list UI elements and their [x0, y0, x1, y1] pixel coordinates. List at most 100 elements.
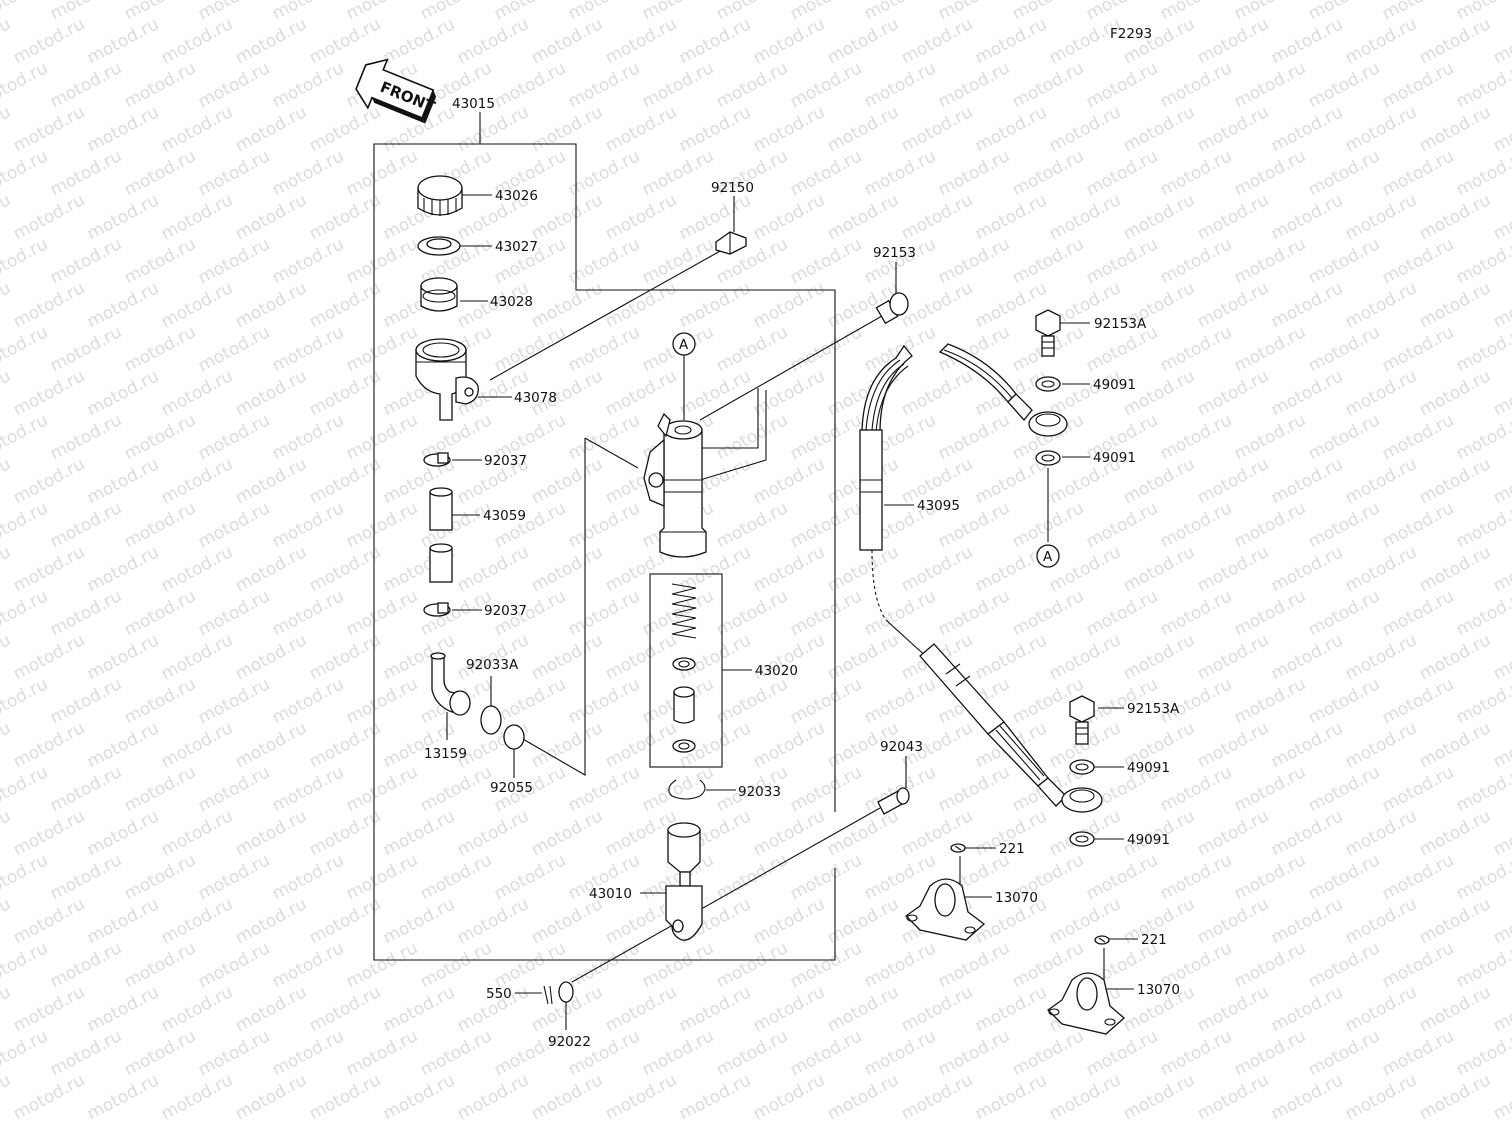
- watermark: motod.ru: [935, 58, 1013, 112]
- watermark: motod.ru: [1416, 542, 1494, 596]
- washer-lower-1: [1069, 759, 1095, 775]
- part-92033[interactable]: 92033: [738, 784, 781, 800]
- watermark: motod.ru: [750, 454, 828, 508]
- watermark: motod.ru: [306, 102, 384, 156]
- watermark: motod.ru: [1157, 0, 1235, 24]
- part-13070-b[interactable]: 13070: [1137, 982, 1180, 998]
- watermark: motod.ru: [1157, 322, 1235, 376]
- watermark: motod.ru: [602, 102, 680, 156]
- part-43078[interactable]: 43078: [514, 390, 557, 406]
- watermark: motod.ru: [1268, 190, 1346, 244]
- watermark: motod.ru: [1342, 718, 1420, 772]
- part-221-a[interactable]: 221: [999, 841, 1025, 857]
- watermark: motod.ru: [1231, 1026, 1309, 1080]
- watermark: motod.ru: [1268, 894, 1346, 948]
- part-49091-1[interactable]: 49091: [1093, 377, 1136, 393]
- part-43059[interactable]: 43059: [483, 508, 526, 524]
- part-43027[interactable]: 43027: [495, 239, 538, 255]
- watermark: motod.ru: [861, 146, 939, 200]
- watermark: motod.ru: [10, 454, 88, 508]
- part-92153A-upper[interactable]: 92153A: [1094, 316, 1147, 332]
- watermark: motod.ru: [1231, 762, 1309, 816]
- watermark: motod.ru: [158, 630, 236, 684]
- watermark: motod.ru: [787, 674, 865, 728]
- watermark: motod.ru: [0, 894, 14, 948]
- watermark: motod.ru: [1231, 586, 1309, 640]
- watermark: motod.ru: [713, 938, 791, 992]
- part-43095[interactable]: 43095: [917, 498, 960, 514]
- part-labels: 43015 43026 43027 43028 43078 92037 4305…: [424, 96, 1180, 1050]
- cap-plate: [417, 236, 461, 256]
- part-43010[interactable]: 43010: [589, 886, 632, 902]
- watermark: motod.ru: [1083, 0, 1161, 24]
- watermark: motod.ru: [1379, 762, 1457, 816]
- part-13159[interactable]: 13159: [424, 746, 467, 762]
- watermark: motod.ru: [306, 190, 384, 244]
- part-43015[interactable]: 43015: [452, 96, 495, 112]
- watermark: motod.ru: [750, 718, 828, 772]
- watermark: motod.ru: [750, 542, 828, 596]
- watermark: motod.ru: [602, 630, 680, 684]
- watermark: motod.ru: [602, 982, 680, 1036]
- watermark: motod.ru: [1416, 14, 1494, 68]
- watermark: motod.ru: [1305, 322, 1383, 376]
- watermark: motod.ru: [0, 850, 51, 904]
- watermark: motod.ru: [713, 498, 791, 552]
- part-49091-4[interactable]: 49091: [1127, 832, 1170, 848]
- watermark: motod.ru: [10, 630, 88, 684]
- watermark: motod.ru: [306, 894, 384, 948]
- watermark: motod.ru: [454, 806, 532, 860]
- watermark: motod.ru: [1194, 982, 1272, 1036]
- watermark: motod.ru: [824, 14, 902, 68]
- watermark: motod.ru: [158, 278, 236, 332]
- watermark: motod.ru: [1416, 718, 1494, 772]
- watermark: motod.ru: [676, 278, 754, 332]
- watermark: motod.ru: [898, 982, 976, 1036]
- part-92037-lower[interactable]: 92037: [484, 603, 527, 619]
- watermark: motod.ru: [676, 14, 754, 68]
- part-550[interactable]: 550: [486, 986, 512, 1002]
- part-92153A-lower[interactable]: 92153A: [1127, 701, 1180, 717]
- part-92150[interactable]: 92150: [711, 180, 754, 196]
- part-92055[interactable]: 92055: [490, 780, 533, 796]
- watermark: motod.ru: [1231, 322, 1309, 376]
- watermark: motod.ru: [1305, 1026, 1383, 1080]
- watermark: motod.ru: [861, 234, 939, 288]
- part-92022[interactable]: 92022: [548, 1034, 591, 1050]
- watermark: motod.ru: [269, 234, 347, 288]
- part-221-b[interactable]: 221: [1141, 932, 1167, 948]
- watermark: motod.ru: [1194, 454, 1272, 508]
- watermark: motod.ru: [1120, 102, 1198, 156]
- watermark: motod.ru: [713, 1026, 791, 1080]
- watermark: motod.ru: [454, 894, 532, 948]
- watermark: motod.ru: [787, 938, 865, 992]
- watermark: motod.ru: [232, 14, 310, 68]
- watermark: motod.ru: [1490, 14, 1512, 68]
- watermark: motod.ru: [1416, 454, 1494, 508]
- watermark: motod.ru: [972, 14, 1050, 68]
- part-13070-a[interactable]: 13070: [995, 890, 1038, 906]
- diagram-code: F2293: [1110, 26, 1152, 42]
- part-49091-3[interactable]: 49091: [1127, 760, 1170, 776]
- watermark: motod.ru: [1305, 586, 1383, 640]
- part-49091-2[interactable]: 49091: [1093, 450, 1136, 466]
- part-43020[interactable]: 43020: [755, 663, 798, 679]
- watermark: motod.ru: [269, 1026, 347, 1080]
- front-arrow: FRONT: [355, 58, 438, 124]
- watermark: motod.ru: [417, 498, 495, 552]
- watermark: motod.ru: [195, 58, 273, 112]
- watermark: motod.ru: [195, 762, 273, 816]
- watermark: motod.ru: [787, 586, 865, 640]
- part-43028[interactable]: 43028: [490, 294, 533, 310]
- part-92153[interactable]: 92153: [873, 245, 916, 261]
- part-92033A[interactable]: 92033A: [466, 657, 519, 673]
- part-92037-upper[interactable]: 92037: [484, 453, 527, 469]
- watermark: motod.ru: [565, 322, 643, 376]
- watermark: motod.ru: [1157, 410, 1235, 464]
- watermark: motod.ru: [491, 674, 569, 728]
- watermark: motod.ru: [787, 850, 865, 904]
- part-92043[interactable]: 92043: [880, 739, 923, 755]
- part-43026[interactable]: 43026: [495, 188, 538, 204]
- watermark: motod.ru: [0, 410, 51, 464]
